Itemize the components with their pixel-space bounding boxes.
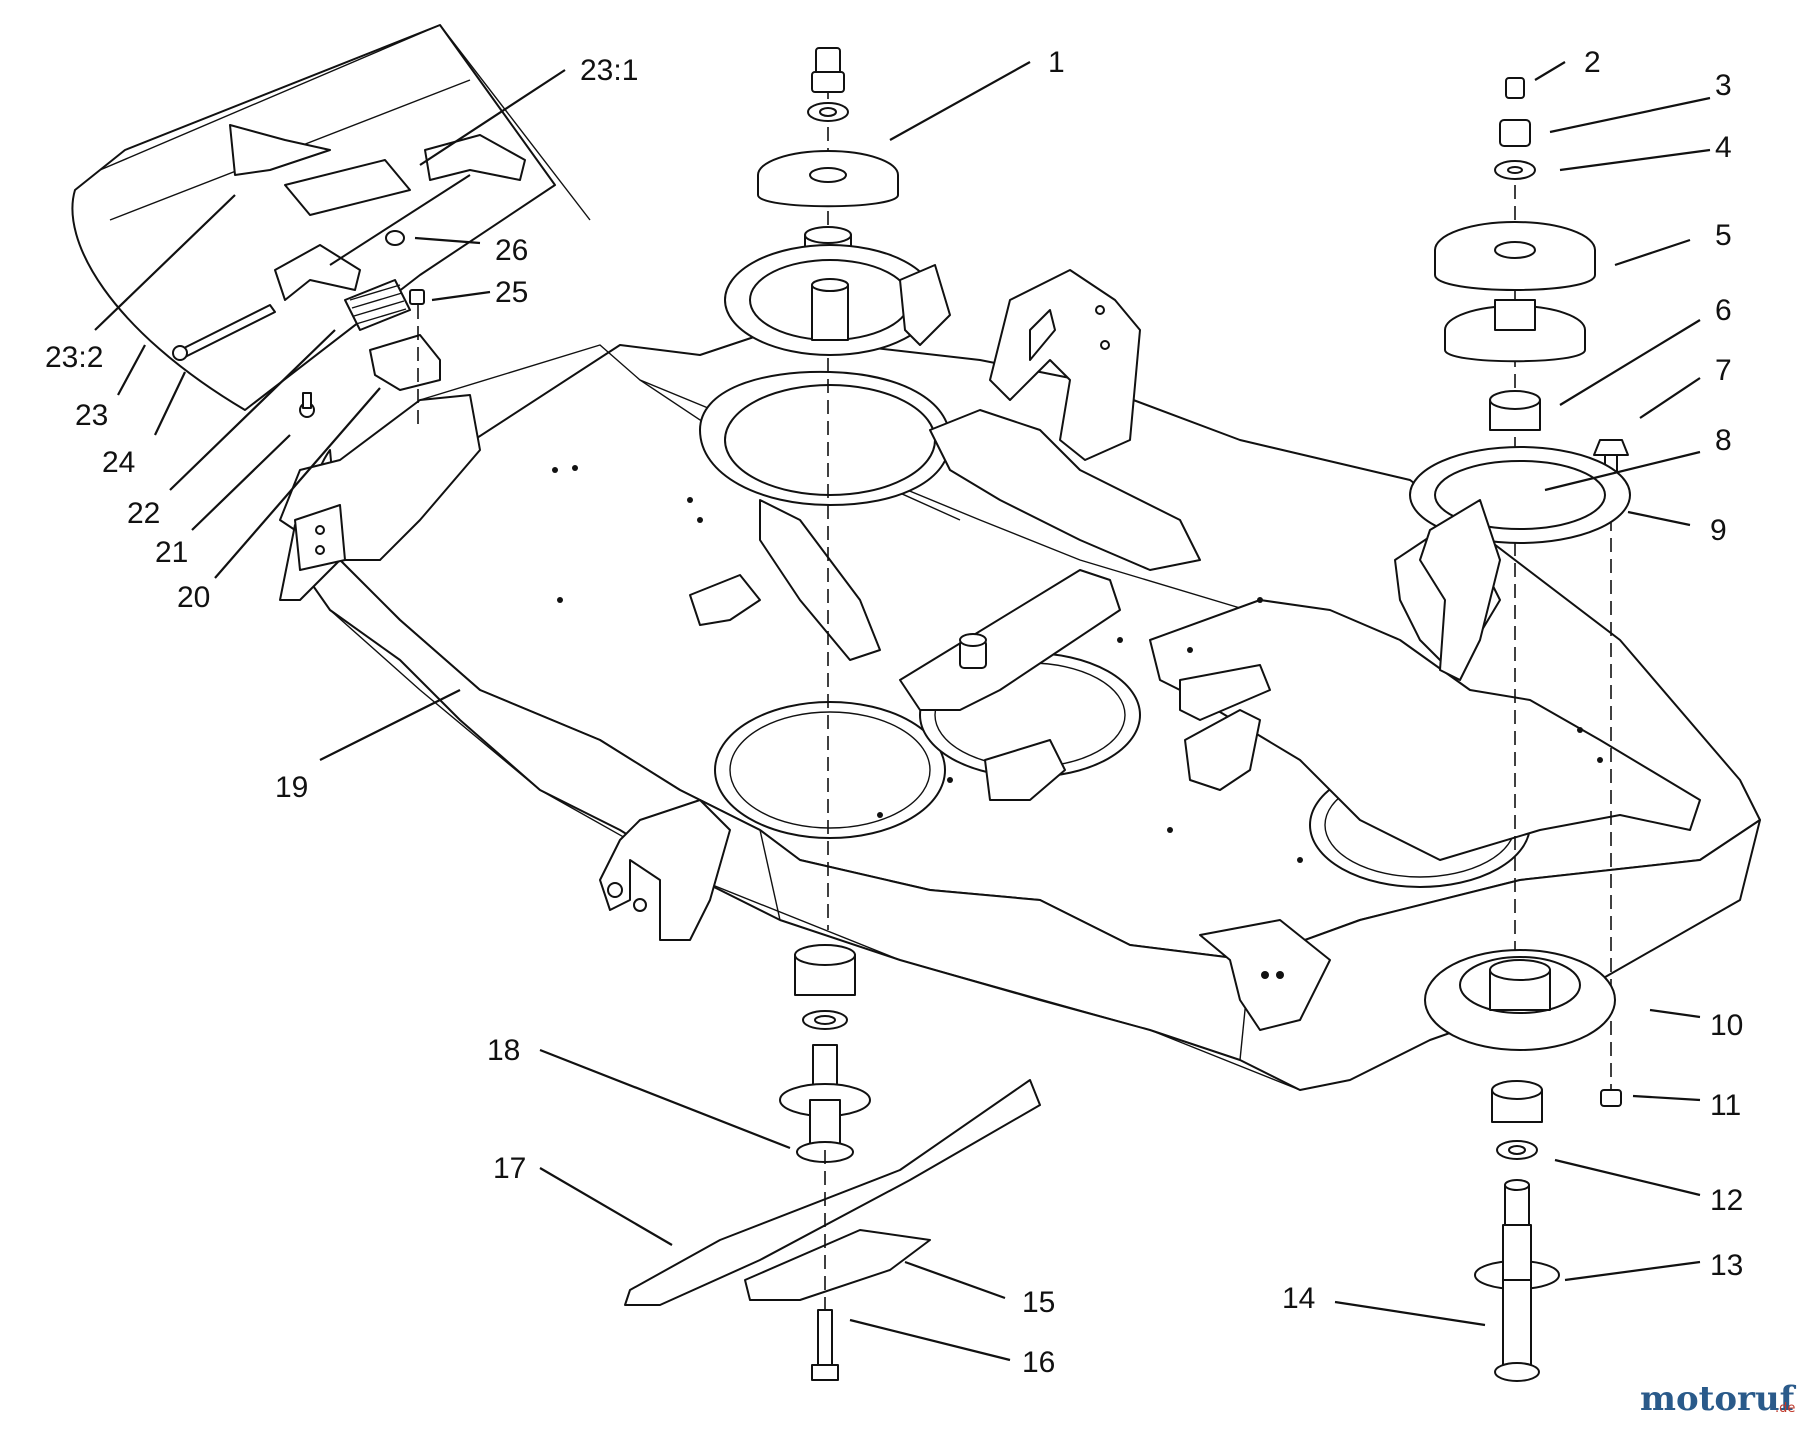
callout-5: 5: [1715, 219, 1732, 252]
callout-18: 18: [487, 1034, 520, 1067]
callout-26: 26: [495, 234, 528, 267]
leader-22: [169, 329, 336, 491]
leader-6: [1559, 319, 1701, 406]
watermark-suffix: .de: [1775, 1401, 1795, 1416]
callout-7: 7: [1715, 354, 1732, 387]
callout-20: 20: [177, 581, 210, 614]
leader-3: [1549, 96, 1711, 134]
callout-14: 14: [1282, 1282, 1315, 1315]
callout-8: 8: [1715, 424, 1732, 457]
leader-9: [1627, 510, 1691, 527]
callout-1: 1: [1048, 46, 1065, 79]
leader-8: [1544, 450, 1701, 492]
callout-12: 12: [1710, 1184, 1743, 1217]
callout-23-1: 23:1: [580, 54, 638, 87]
callout-labels: 1 2 3 4 5 6 7 8 9 10 11 12 13 14 15 16 1…: [45, 46, 1743, 1379]
watermark: motoruf .de: [1640, 1379, 1797, 1419]
callout-21: 21: [155, 536, 188, 569]
leader-lines: [94, 61, 1711, 1362]
callout-11: 11: [1710, 1089, 1741, 1122]
callout-15: 15: [1022, 1286, 1055, 1319]
leader-7: [1639, 377, 1701, 419]
callout-23: 23: [75, 399, 108, 432]
callout-22: 22: [127, 497, 160, 530]
callout-19: 19: [275, 771, 308, 804]
callout-16: 16: [1022, 1346, 1055, 1379]
leader-2: [1534, 61, 1566, 81]
callout-25: 25: [495, 276, 528, 309]
mower-deck-housing: [279, 269, 1761, 1091]
right-pulley-stack: [1409, 77, 1631, 1090]
leader-11: [1632, 1094, 1701, 1102]
callout-23-2: 23:2: [45, 341, 103, 374]
leader-18: [539, 1048, 791, 1150]
leader-21: [191, 434, 291, 531]
leader-20: [214, 387, 381, 579]
callout-13: 13: [1710, 1249, 1743, 1282]
leader-26: [414, 236, 481, 245]
callout-24: 24: [102, 446, 135, 479]
deck-holes: [552, 465, 1603, 863]
leader-19: [319, 689, 461, 761]
leader-24: [154, 371, 186, 436]
center-spindle-and-blade: [624, 944, 1041, 1381]
leader-10: [1649, 1008, 1701, 1019]
callout-9: 9: [1710, 514, 1727, 547]
leader-23: [117, 344, 146, 396]
leader-12: [1554, 1158, 1701, 1197]
leader-4: [1559, 148, 1711, 172]
right-spindle-assembly: [1424, 949, 1622, 1382]
leader-25: [431, 290, 491, 302]
leader-1: [889, 61, 1031, 141]
callout-4: 4: [1715, 131, 1732, 164]
leader-16: [849, 1318, 1011, 1362]
leader-15: [904, 1260, 1006, 1300]
discharge-deflector: [71, 24, 591, 430]
callout-10: 10: [1710, 1009, 1743, 1042]
watermark-brand: motoruf: [1640, 1379, 1797, 1419]
callout-17: 17: [493, 1152, 526, 1185]
callout-2: 2: [1584, 46, 1601, 79]
leader-5: [1614, 238, 1691, 267]
leader-23-2: [94, 194, 236, 331]
callout-3: 3: [1715, 69, 1732, 102]
center-pulley-stack: [724, 47, 951, 930]
leader-23-1: [419, 69, 566, 166]
leader-13: [1564, 1260, 1701, 1282]
callout-6: 6: [1715, 294, 1732, 327]
leader-17: [539, 1167, 673, 1246]
leader-14: [1334, 1300, 1486, 1327]
